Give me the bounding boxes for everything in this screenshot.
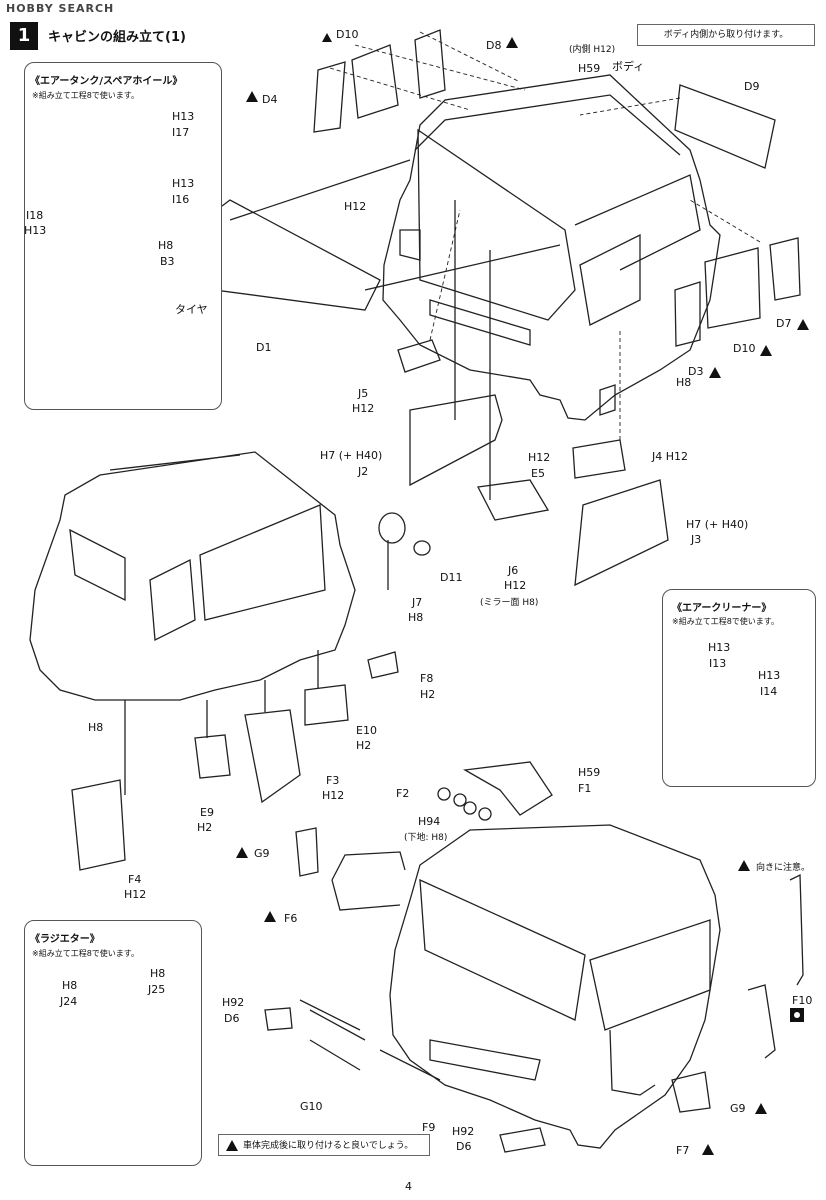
label-h8-j24: H8	[62, 979, 78, 992]
air-cleaner-note: ※組み立て工程8で使います。	[672, 617, 779, 626]
step-number: 1	[10, 22, 38, 50]
label-f8: F8	[420, 672, 434, 685]
label-h8-b3: H8	[158, 239, 174, 252]
label-tire: タイヤ	[175, 303, 208, 316]
label-d1: D1	[256, 341, 272, 354]
step-title: キャビンの組み立て(1)	[48, 30, 186, 45]
label-h13-i16: H13	[172, 177, 195, 190]
label-d4: D4	[262, 93, 278, 106]
label-e9: E9	[200, 806, 214, 819]
label-i18: I18	[26, 209, 44, 222]
label-i13: I13	[709, 657, 727, 670]
label-undercoat: (下地: H8)	[404, 833, 448, 843]
label-f2: F2	[396, 787, 410, 800]
label-h8-j25: H8	[150, 967, 166, 980]
label-body: ボディ	[612, 60, 645, 73]
warning-bar: 車体完成後に取り付けると良いでしょう。	[218, 1134, 430, 1156]
label-d10: D10	[336, 28, 359, 41]
label-f10: F10	[792, 994, 813, 1007]
label-d8: D8	[486, 39, 502, 52]
label-orientation-caution: 向きに注意。	[756, 863, 811, 873]
label-b3: B3	[160, 255, 175, 268]
label-inner-h12: (内側 H12)	[569, 45, 616, 55]
label-f1: F1	[578, 782, 592, 795]
air-tank-box	[24, 62, 222, 410]
label-i14: I14	[760, 685, 778, 698]
label-f3-color: H12	[322, 789, 345, 802]
label-j7-color: H8	[408, 611, 424, 624]
label-j24: J24	[60, 995, 78, 1008]
label-h59: H59	[578, 62, 601, 75]
label-d9: D9	[744, 80, 760, 93]
radiator-title: 《ラジエター》	[30, 934, 100, 945]
label-h94: H94	[418, 815, 441, 828]
label-h12-windshield: H12	[344, 200, 367, 213]
page-number: 4	[405, 1180, 412, 1193]
label-h8-body: H8	[676, 376, 692, 389]
label-h13-i14: H13	[758, 669, 781, 682]
label-f4: F4	[128, 873, 142, 886]
radiator-note: ※組み立て工程8で使います。	[32, 949, 139, 958]
label-h92-left: H92	[222, 996, 245, 1009]
label-j5-color: H12	[352, 402, 375, 415]
label-j25: J25	[148, 983, 166, 996]
label-f3: F3	[326, 774, 340, 787]
label-d6-right: D6	[456, 1140, 472, 1153]
label-h92-right: H92	[452, 1125, 475, 1138]
air-cleaner-box	[662, 589, 816, 787]
label-e5: E5	[531, 467, 545, 480]
label-f7: F7	[676, 1144, 690, 1157]
label-d6-left: D6	[224, 1012, 240, 1025]
label-f6: F6	[284, 912, 298, 925]
label-g10: G10	[300, 1100, 323, 1113]
label-j3: J3	[691, 533, 702, 546]
air-tank-note: ※組み立て工程8で使います。	[32, 91, 139, 100]
label-h7-j3: H7 (+ H40)	[686, 518, 749, 531]
label-j2: J2	[358, 465, 369, 478]
label-h8-cab: H8	[88, 721, 104, 734]
watermark: HOBBY SEARCH	[6, 2, 115, 15]
label-h13-i17: H13	[172, 110, 195, 123]
label-j7: J7	[412, 596, 423, 609]
label-mirror-face: (ミラー面 H8)	[480, 598, 539, 608]
label-i17: I17	[172, 126, 190, 139]
label-d11: D11	[440, 571, 463, 584]
label-h59-visor: H59	[578, 766, 601, 779]
label-j6-color: H12	[504, 579, 527, 592]
label-d7: D7	[776, 317, 792, 330]
label-e5-color: H12	[528, 451, 551, 464]
air-cleaner-title: 《エアークリーナー》	[672, 603, 772, 614]
air-tank-title: 《エアータンク/スペアホイール》	[30, 76, 183, 87]
label-g9-bottom: G9	[730, 1102, 746, 1115]
label-h7-j2: H7 (+ H40)	[320, 449, 383, 462]
label-g9-top: G9	[254, 847, 270, 860]
label-j4: J4 H12	[652, 450, 689, 463]
label-d10-right: D10	[733, 342, 756, 355]
label-e10-color: H2	[356, 739, 372, 752]
label-e10: E10	[356, 724, 377, 737]
label-f9: F9	[422, 1121, 436, 1134]
label-e9-color: H2	[197, 821, 213, 834]
label-j5: J5	[358, 387, 369, 400]
radiator-box	[24, 920, 202, 1166]
label-f4-color: H12	[124, 888, 147, 901]
body-note: ボディ内側から取り付けます。	[637, 24, 815, 46]
label-f8-color: H2	[420, 688, 436, 701]
label-d3: D3	[688, 365, 704, 378]
label-h13-i18: H13	[24, 224, 47, 237]
label-h13-i13: H13	[708, 641, 731, 654]
label-j6: J6	[508, 564, 519, 577]
label-i16: I16	[172, 193, 190, 206]
